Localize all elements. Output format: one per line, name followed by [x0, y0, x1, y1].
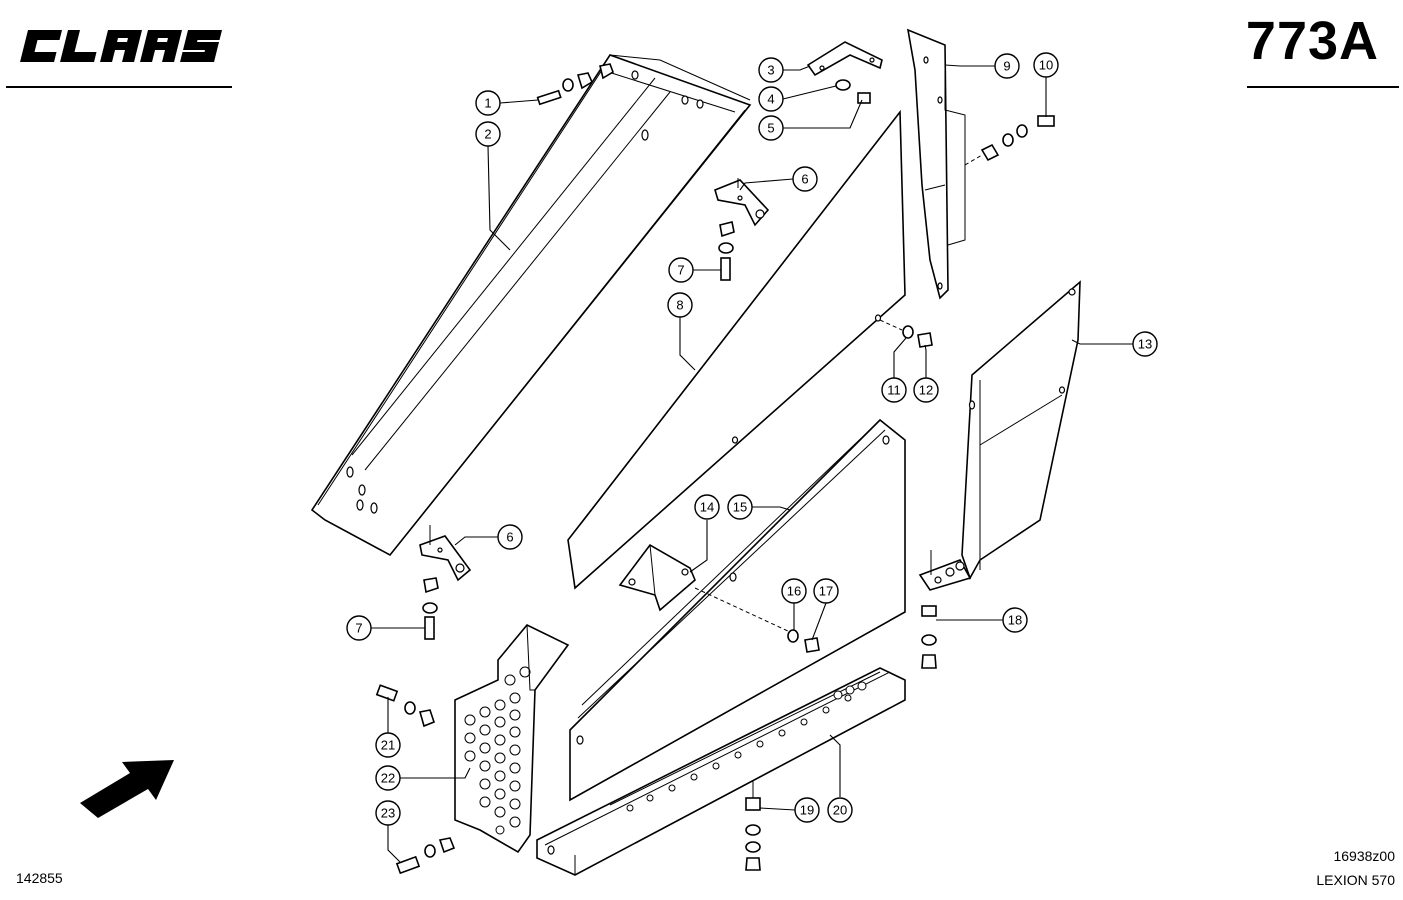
- svg-text:16: 16: [787, 584, 801, 599]
- svg-text:10: 10: [1039, 58, 1053, 73]
- callout-3: 3: [758, 57, 784, 83]
- svg-text:12: 12: [919, 383, 933, 398]
- callout-10: 10: [1033, 52, 1059, 78]
- callout-12: 12: [913, 377, 939, 403]
- callout-18: 18: [1002, 607, 1028, 633]
- svg-text:7: 7: [677, 263, 684, 278]
- callout-15: 15: [727, 494, 753, 520]
- part-perforated-guard-22: [454, 624, 570, 854]
- svg-text:17: 17: [819, 584, 833, 599]
- callout-19: 19: [794, 797, 820, 823]
- callout-17: 17: [813, 578, 839, 604]
- part-channel-2: [310, 54, 752, 557]
- svg-text:11: 11: [887, 383, 901, 398]
- svg-text:1: 1: [484, 96, 491, 111]
- svg-text:5: 5: [767, 121, 774, 136]
- part-panel-15: [569, 418, 906, 802]
- drawing-id: 16938z00: [1333, 848, 1395, 864]
- part-channel-20: [536, 667, 906, 876]
- callout-6-lower: 6: [497, 524, 523, 550]
- part-side-plate-13: [918, 280, 1081, 591]
- part-bracket-3: [806, 41, 883, 77]
- callout-16: 16: [781, 578, 807, 604]
- part-bracket-14: [618, 543, 696, 612]
- svg-text:8: 8: [676, 298, 683, 313]
- callout-14: 14: [694, 494, 720, 520]
- part-clip-6-lower: [419, 535, 472, 582]
- callout-23: 23: [375, 800, 401, 826]
- callout-11: 11: [881, 377, 907, 403]
- svg-text:18: 18: [1008, 613, 1022, 628]
- svg-text:7: 7: [355, 621, 362, 636]
- page-number: 773A: [1245, 11, 1379, 71]
- document-code: 142855: [16, 870, 63, 886]
- callout-7-lower: 7: [346, 615, 372, 641]
- claas-logo: [20, 30, 223, 62]
- part-bracket-9: [906, 28, 966, 300]
- callout-20: 20: [827, 797, 853, 823]
- model-name: LEXION 570: [1316, 872, 1395, 888]
- part-clip-6-upper: [714, 179, 770, 227]
- svg-text:20: 20: [833, 803, 847, 818]
- svg-text:22: 22: [381, 771, 395, 786]
- svg-text:2: 2: [484, 127, 491, 142]
- callout-2: 2: [475, 121, 501, 147]
- leader-lines: [371, 64, 1133, 863]
- part-panel-8: [567, 109, 906, 590]
- callout-1: 1: [475, 90, 501, 116]
- callout-9: 9: [994, 53, 1020, 79]
- svg-text:14: 14: [700, 500, 714, 515]
- svg-text:19: 19: [800, 803, 814, 818]
- arrow-up-right-icon: [80, 760, 174, 818]
- svg-text:21: 21: [381, 738, 395, 753]
- callout-5: 5: [758, 115, 784, 141]
- header-rule-right: [1247, 86, 1399, 88]
- svg-text:9: 9: [1003, 59, 1010, 74]
- svg-text:23: 23: [381, 806, 395, 821]
- svg-text:13: 13: [1138, 337, 1152, 352]
- header-rule-left: [6, 86, 232, 88]
- fasteners: [375, 63, 1055, 875]
- callout-6-upper: 6: [792, 166, 818, 192]
- callout-22: 22: [375, 765, 401, 791]
- callout-13: 13: [1132, 331, 1158, 357]
- callout-8: 8: [667, 292, 693, 318]
- svg-text:3: 3: [767, 63, 774, 78]
- callout-7-upper: 7: [668, 257, 694, 283]
- svg-text:4: 4: [767, 92, 774, 107]
- svg-text:6: 6: [506, 530, 513, 545]
- svg-text:6: 6: [801, 172, 808, 187]
- svg-text:15: 15: [733, 500, 747, 515]
- callout-4: 4: [758, 86, 784, 112]
- callout-21: 21: [375, 732, 401, 758]
